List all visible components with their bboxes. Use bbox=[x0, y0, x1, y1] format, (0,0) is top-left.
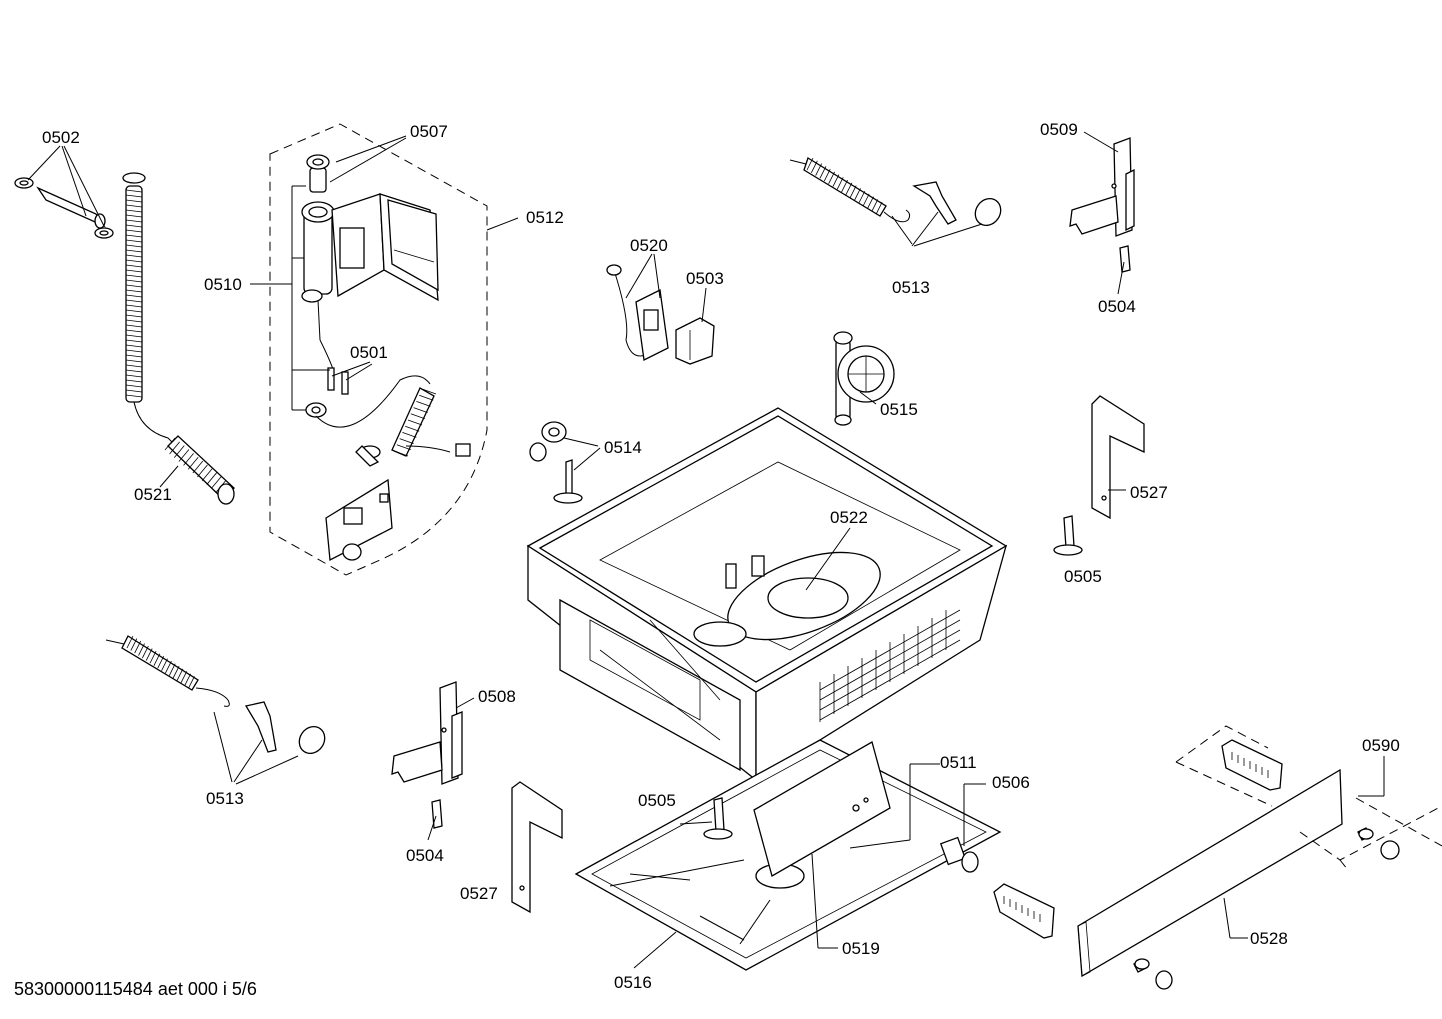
label-0506: 0506 bbox=[992, 773, 1030, 792]
label-0501: 0501 bbox=[350, 343, 388, 362]
label-0502: 0502 bbox=[42, 128, 80, 147]
label-0503: 0503 bbox=[686, 269, 724, 288]
label-0507: 0507 bbox=[410, 122, 448, 141]
part-0522-base-tub bbox=[526, 407, 1008, 782]
label-0520: 0520 bbox=[630, 236, 668, 255]
part-0508-hinge-bracket-lower bbox=[391, 681, 463, 829]
label-0504-upper: 0504 bbox=[1098, 297, 1136, 316]
dashed-outline-0512 bbox=[269, 123, 488, 576]
label-0516: 0516 bbox=[614, 973, 652, 992]
label-0590: 0590 bbox=[1362, 736, 1400, 755]
label-0513-lower: 0513 bbox=[206, 789, 244, 808]
label-0521: 0521 bbox=[134, 485, 172, 504]
part-0590-mounting-rail bbox=[1221, 739, 1400, 860]
dashed-outline-0590 bbox=[1175, 725, 1442, 871]
label-0527-lower: 0527 bbox=[460, 884, 498, 903]
label-0509: 0509 bbox=[1040, 120, 1078, 139]
part-0527-cover-plate-lower bbox=[511, 781, 563, 914]
label-0511: 0511 bbox=[940, 753, 977, 772]
part-0527-cover-plate-upper bbox=[1091, 395, 1145, 520]
part-0510-water-valve-assembly bbox=[301, 154, 471, 562]
part-0515-pump bbox=[833, 331, 895, 426]
label-0528: 0528 bbox=[1250, 929, 1288, 948]
label-0527-upper: 0527 bbox=[1130, 483, 1168, 502]
document-id: 58300000115484 aet 000 i 5/6 bbox=[14, 979, 257, 999]
part-0513-spring-set-lower bbox=[105, 635, 326, 755]
label-0515: 0515 bbox=[880, 400, 918, 419]
part-0528-front-panel bbox=[1077, 768, 1343, 990]
part-0514-gear-and-screw bbox=[529, 421, 583, 504]
label-0504-lower: 0504 bbox=[406, 846, 444, 865]
part-0502-hose-with-clamps bbox=[14, 177, 114, 239]
label-0508: 0508 bbox=[478, 687, 516, 706]
label-0519: 0519 bbox=[842, 939, 880, 958]
label-0513-upper: 0513 bbox=[892, 278, 930, 297]
label-0505-upper: 0505 bbox=[1064, 567, 1102, 586]
part-0521-corrugated-hose bbox=[122, 172, 235, 505]
part-0505-screw-upper bbox=[1053, 515, 1083, 556]
label-0514: 0514 bbox=[604, 438, 642, 457]
part-0513-spring-set-upper bbox=[789, 157, 1002, 227]
label-0512: 0512 bbox=[526, 208, 564, 227]
label-0505-lower: 0505 bbox=[638, 791, 676, 810]
label-0522: 0522 bbox=[830, 508, 868, 527]
part-0520-sensor-with-cable bbox=[606, 264, 669, 361]
label-0510: 0510 bbox=[204, 275, 242, 294]
part-0503-connector bbox=[675, 317, 715, 365]
part-0516-bottom-tray bbox=[574, 739, 1055, 971]
part-0509-hinge-bracket-upper bbox=[1069, 137, 1135, 273]
